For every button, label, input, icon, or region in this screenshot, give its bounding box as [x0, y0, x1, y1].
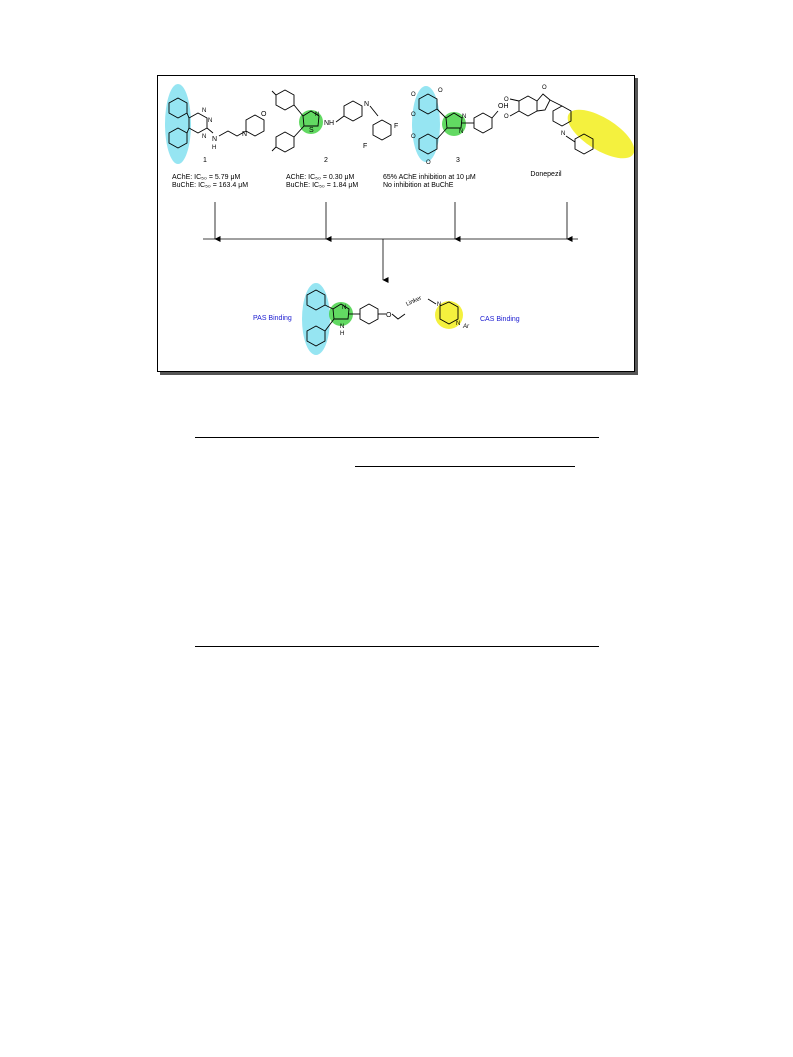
atom-o: O	[386, 312, 392, 319]
atom-n: N	[342, 305, 346, 311]
atom-f: F	[394, 123, 398, 130]
atom-n: N	[364, 101, 369, 108]
atom-o: O	[411, 134, 416, 140]
compound-3-label: 3	[456, 157, 460, 164]
compound-1-buche: BuChE: IC₅₀ = 163.4 μM	[172, 182, 248, 189]
compound-2-label: 2	[324, 157, 328, 164]
cas-binding-label: CAS Binding	[480, 316, 520, 323]
atom-ar: Ar	[462, 324, 470, 330]
compound-2-structure: N S NH N F F	[271, 89, 398, 153]
cas-highlight	[567, 109, 634, 159]
compound-3-ache: 65% AChE inhibition at 10 μM	[383, 174, 476, 181]
table-bottom-rule	[195, 646, 599, 647]
donepezil-label: Donepezil	[530, 171, 562, 178]
atom-h: H	[340, 331, 344, 337]
pas-binding-label: PAS Binding	[253, 315, 292, 322]
atom-oh: OH	[498, 103, 509, 110]
compound-1-structure: N N N N H N O	[165, 84, 267, 164]
atom-o: O	[542, 85, 547, 91]
atom-o: O	[411, 92, 416, 98]
convergence-arrows	[203, 202, 578, 283]
hybrid-structure: N N H O Linker N N Ar	[302, 283, 470, 355]
design-scheme: N N N N H N O 1 AChE: IC₅₀ = 5.79 μM BuC…	[165, 84, 634, 355]
imidazole-highlight	[299, 110, 323, 134]
atom-o: O	[438, 88, 443, 94]
atom-o: O	[411, 112, 416, 118]
linker-label: Linker	[405, 295, 422, 307]
compound-1-ache: AChE: IC₅₀ = 5.79 μM	[172, 174, 240, 181]
atom-o: O	[261, 111, 267, 118]
atom-n: N	[208, 118, 212, 124]
atom-n: N	[242, 131, 247, 138]
atom-h: H	[212, 145, 216, 151]
table-top-rule	[195, 437, 599, 438]
table-header-rule	[355, 466, 575, 467]
pas-highlight	[165, 84, 191, 164]
atom-n: N	[437, 302, 441, 308]
atom-o: O	[504, 97, 509, 103]
atom-n: N	[459, 129, 463, 135]
pas-highlight	[412, 86, 440, 162]
scheme-figure: N N N N H N O 1 AChE: IC₅₀ = 5.79 μM BuC…	[157, 75, 635, 372]
atom-s: S	[309, 127, 314, 134]
atom-n: N	[202, 134, 206, 140]
cas-highlight	[435, 301, 463, 329]
compound-3-buche: No inhibition at BuChE	[383, 182, 454, 189]
atom-n: N	[315, 112, 319, 118]
atom-n: N	[561, 131, 565, 137]
compound-2-buche: BuChE: IC₅₀ = 1.84 μM	[286, 182, 358, 189]
compound-2-ache: AChE: IC₅₀ = 0.30 μM	[286, 174, 354, 181]
atom-n: N	[340, 324, 344, 330]
donepezil-structure: O O O N	[504, 85, 634, 159]
atom-o: O	[426, 160, 431, 166]
atom-f: F	[363, 143, 367, 150]
atom-n: N	[212, 136, 217, 143]
compound-1-label: 1	[203, 157, 207, 164]
atom-o: O	[504, 114, 509, 120]
atom-n: N	[456, 321, 460, 327]
imidazole-highlight	[442, 112, 466, 136]
atom-n: N	[202, 108, 206, 114]
pas-highlight	[302, 283, 330, 355]
atom-nh: NH	[324, 120, 334, 127]
atom-n: N	[462, 114, 466, 120]
compound-3-structure: O O O O O N N OH	[411, 86, 509, 166]
